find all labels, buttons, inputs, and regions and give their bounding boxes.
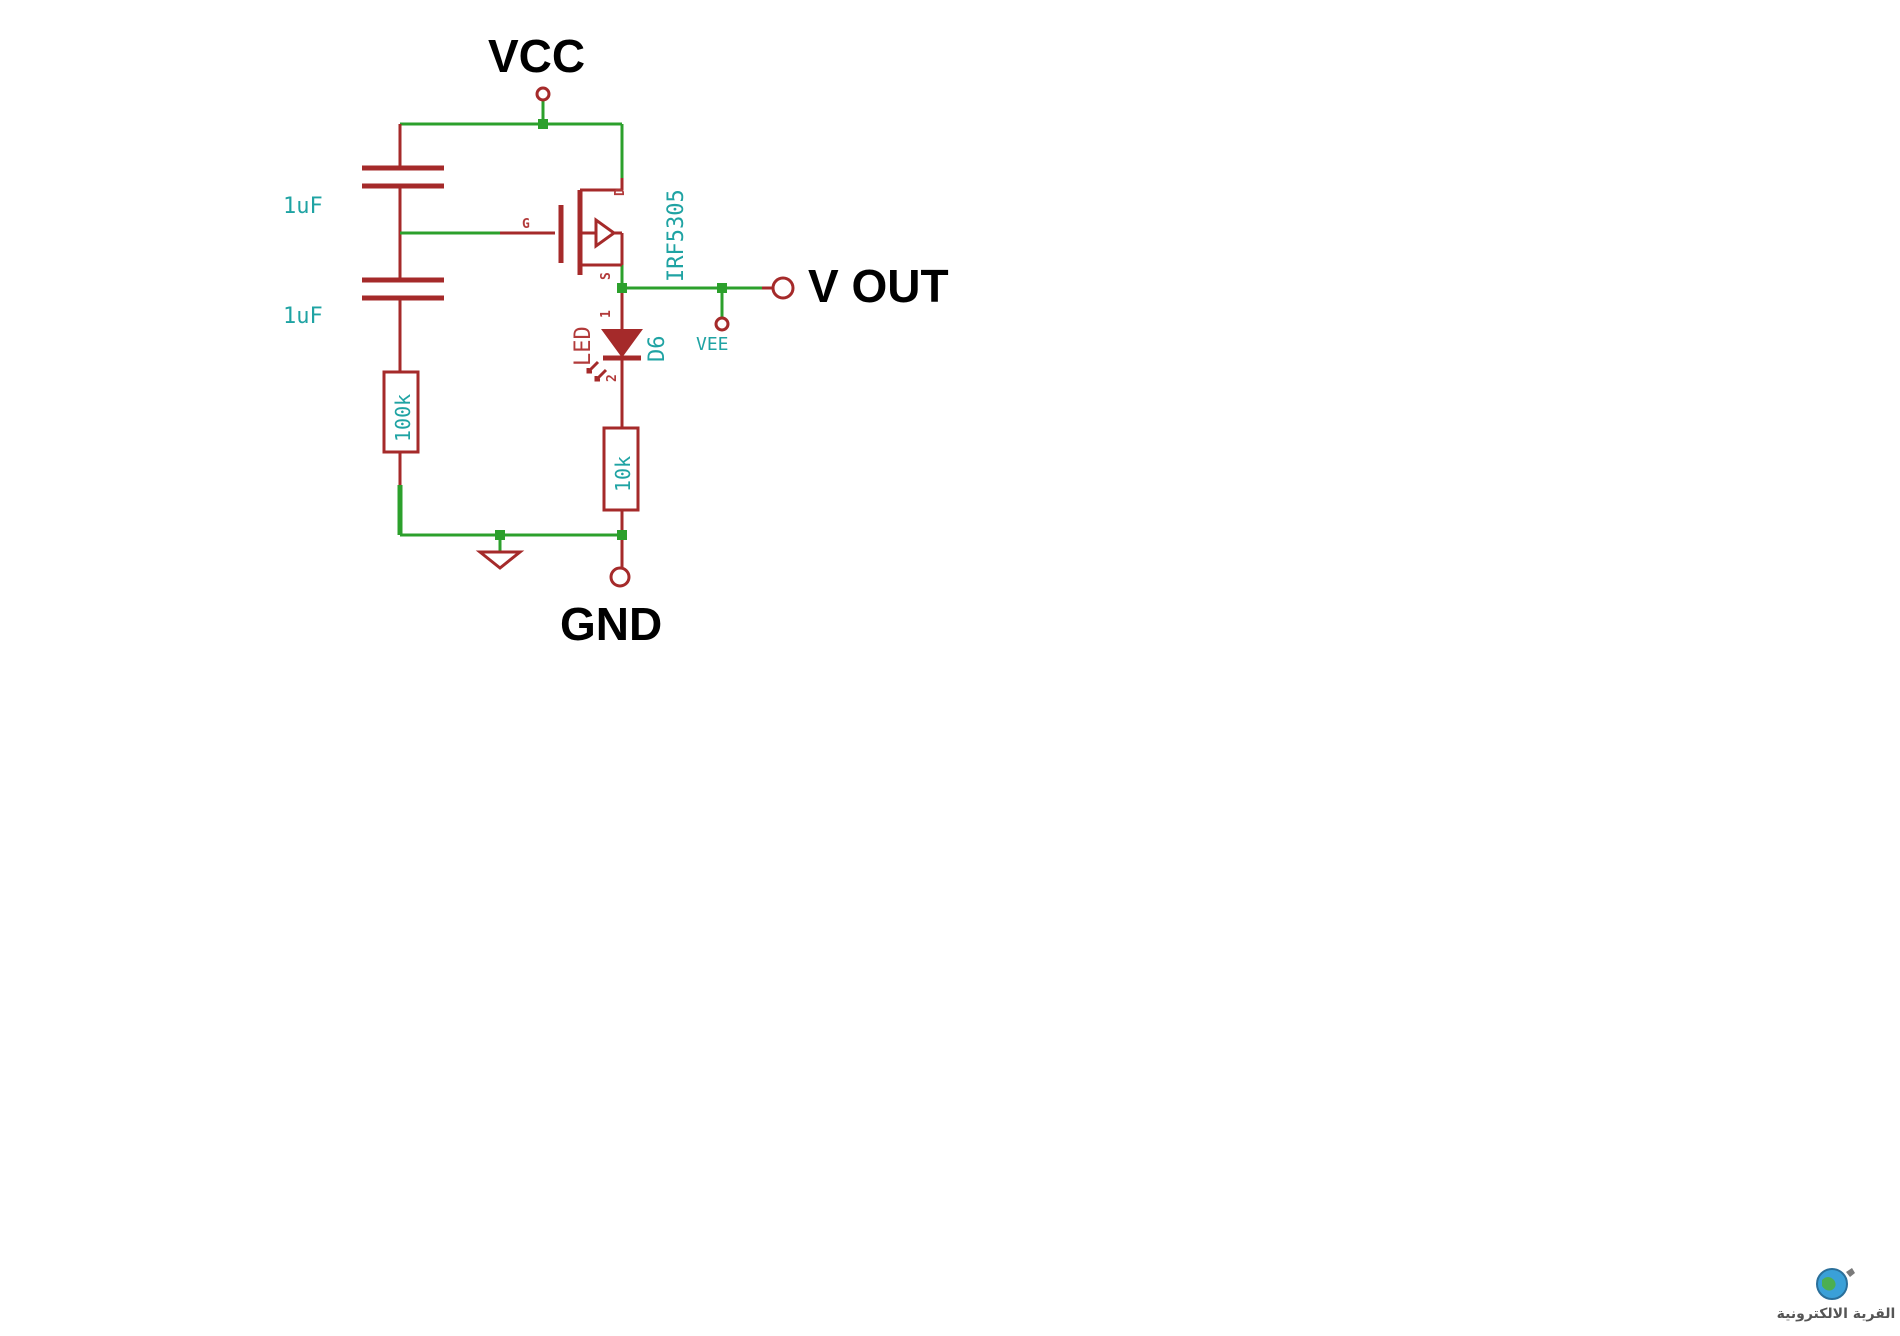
capacitor-2 <box>362 277 444 301</box>
vcc-terminal <box>535 86 551 102</box>
led-label: LED <box>571 326 596 366</box>
gnd-label: GND <box>560 598 662 650</box>
led-ref-label: D6 <box>645 336 670 363</box>
junction-vee <box>717 283 727 293</box>
logo-text: القرية الالكترونية <box>1777 1306 1896 1322</box>
junction-source <box>617 283 627 293</box>
cap1-value-label: 1uF <box>283 194 323 219</box>
ground-symbol <box>475 550 525 570</box>
wires <box>397 100 762 568</box>
led-pin2-label: 2 <box>605 374 620 382</box>
mosfet-drain-pin-label: D <box>613 188 628 196</box>
junction-gnd-right <box>617 530 627 540</box>
cap2-value-label: 1uF <box>283 304 323 329</box>
junction-gnd-mid <box>495 530 505 540</box>
led-d6 <box>586 329 643 382</box>
vee-terminal <box>714 316 730 332</box>
led-pin1-label: 1 <box>599 310 614 318</box>
vout-label: V OUT <box>808 260 949 312</box>
vcc-label: VCC <box>488 30 585 82</box>
site-logo: القرية الالكترونية <box>1777 1268 1896 1322</box>
junction-vcc <box>538 119 548 129</box>
r2-value-label: 10k <box>611 456 635 492</box>
mosfet-source-pin-label: S <box>599 272 614 280</box>
capacitor-1 <box>362 165 444 189</box>
gear-icon <box>1846 1268 1855 1277</box>
junctions <box>495 119 727 540</box>
vee-label: VEE <box>696 334 729 355</box>
mosfet-gate-pin-label: G <box>522 217 530 232</box>
resistor-10k <box>602 426 640 512</box>
vout-terminal <box>771 276 795 300</box>
mosfet-part-label: IRF5305 <box>664 189 689 282</box>
r1-value-label: 100k <box>391 394 415 442</box>
mosfet-irf5305 <box>500 178 624 275</box>
gnd-terminal <box>609 566 631 588</box>
